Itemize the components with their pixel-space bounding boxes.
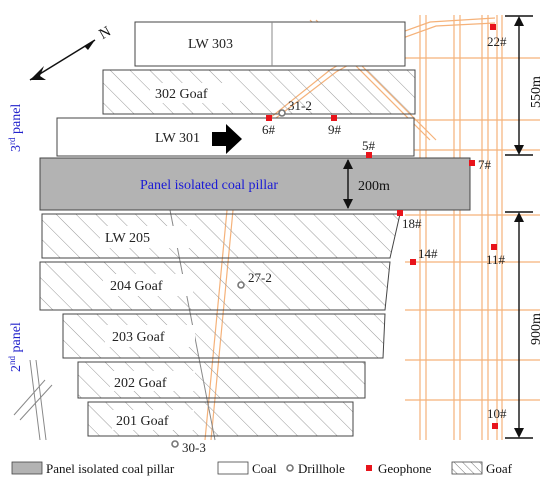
geophone-7: 7# [469,157,492,172]
north-label: N [97,24,115,43]
dimension-200m: 200m [343,159,390,209]
legend-item-coal: Coal [217,461,277,476]
panel-203-goaf: 203 Goaf [62,313,386,359]
panel-label: LW 301 [155,131,200,146]
svg-text:30-3: 30-3 [182,440,206,455]
panel-lw301: LW 301 [56,117,415,157]
dimension-900m: 900m [505,211,544,439]
panel-label: LW 303 [188,37,233,52]
panel-label: 201 Goaf [116,414,169,429]
legend: Panel isolated coal pillar Coal Drillhol… [11,461,513,476]
drillhole-27-2: 27-2 [237,270,272,289]
svg-text:Geophone: Geophone [378,461,432,476]
legend-item-pillar: Panel isolated coal pillar [11,461,175,476]
legend-item-goaf: Goaf [451,461,513,476]
panel-group-2nd: 2nd panel [7,322,24,372]
panel-204-goaf: 204 Goaf [39,261,391,311]
dimension-550m: 550m [505,15,544,156]
geophone-22: 22# [487,24,507,49]
geophone-6: 6# [262,115,276,137]
panel-label: 202 Goaf [114,376,167,391]
legend-item-drillhole: Drillhole [286,461,345,476]
mining-direction-arrow [212,124,242,154]
drillhole-31-2: 31-2 [278,98,312,117]
drillhole-30-3: 30-3 [171,440,206,455]
svg-text:11#: 11# [486,252,506,267]
geophone-18: 18# [397,210,422,231]
svg-text:5#: 5# [362,138,376,153]
svg-text:18#: 18# [402,216,422,231]
svg-text:14#: 14# [418,246,438,261]
panel-202-goaf: 202 Goaf [77,361,366,399]
svg-text:Panel isolated coal pillar: Panel isolated coal pillar [46,461,175,476]
north-arrow: N [29,24,115,81]
svg-text:2nd panel: 2nd panel [7,322,24,372]
svg-text:550m: 550m [529,76,544,108]
svg-text:3rd panel: 3rd panel [7,104,24,152]
pillar-label: Panel isolated coal pillar [140,178,278,193]
svg-text:31-2: 31-2 [288,98,312,113]
geophone-14: 14# [410,246,438,265]
geophone-11: 11# [486,244,506,267]
legend-item-geophone: Geophone [366,461,432,476]
panel-302-goaf: 302 Goaf [102,69,416,115]
svg-text:10#: 10# [487,406,507,421]
svg-text:6#: 6# [262,122,276,137]
svg-text:27-2: 27-2 [248,270,272,285]
geophone-9: 9# [328,115,342,137]
panel-lw303: LW 303 [134,21,406,67]
panel-label: 302 Goaf [155,87,208,102]
svg-text:900m: 900m [529,313,544,345]
svg-text:Goaf: Goaf [486,461,513,476]
svg-text:7#: 7# [478,157,492,172]
panel-lw205: LW 205 [41,213,401,259]
panel-label: 203 Goaf [112,330,165,345]
panel-201-goaf: 201 Goaf [87,401,354,437]
panel-label: LW 205 [105,231,150,246]
svg-text:22#: 22# [487,34,507,49]
geophone-10: 10# [487,406,507,429]
panel-group-3rd: 3rd panel [7,104,24,152]
svg-text:200m: 200m [358,179,390,194]
svg-text:9#: 9# [328,122,342,137]
geophone-5: 5# [362,138,376,158]
panel-label: 204 Goaf [110,279,163,294]
svg-text:Coal: Coal [252,461,277,476]
svg-text:Drillhole: Drillhole [298,461,345,476]
panel-isolated-coal-pillar: Panel isolated coal pillar [39,157,471,211]
